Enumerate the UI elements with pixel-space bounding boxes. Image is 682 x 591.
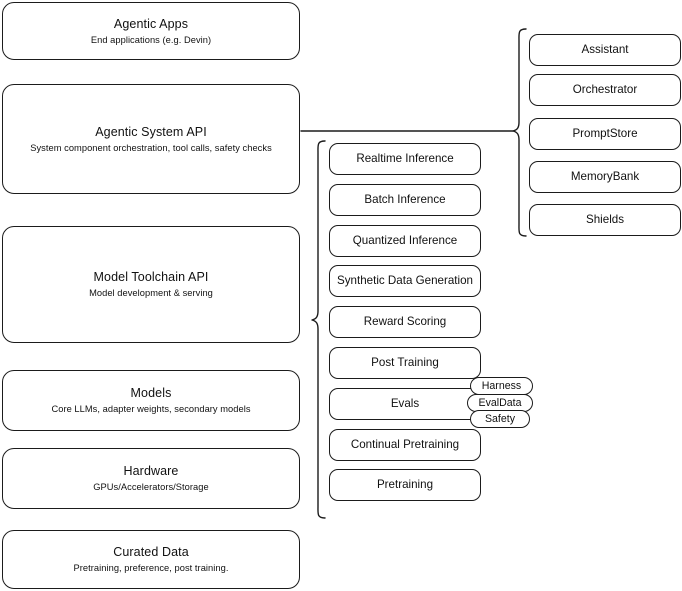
layer-subtitle: GPUs/Accelerators/Storage	[93, 482, 209, 492]
layer-subtitle: End applications (e.g. Devin)	[90, 34, 212, 45]
system-item-orchestrator[interactable]: Orchestrator	[529, 74, 681, 106]
toolchain-item-post-training[interactable]: Post Training	[329, 347, 481, 379]
item-label: Post Training	[371, 356, 439, 369]
layer-agentic-apps[interactable]: Agentic Apps End applications (e.g. Devi…	[2, 2, 300, 60]
evals-tag-safety[interactable]: Safety	[470, 410, 530, 428]
item-label: Shields	[585, 213, 625, 226]
item-label: Reward Scoring	[363, 315, 447, 328]
layer-title: Agentic System API	[95, 124, 207, 139]
item-label: Orchestrator	[572, 83, 638, 96]
toolchain-item-synthetic-data-generation[interactable]: Synthetic Data Generation	[329, 265, 481, 297]
item-label: Quantized Inference	[352, 234, 458, 247]
layer-subtitle: System component orchestration, tool cal…	[30, 142, 272, 153]
system-item-assistant[interactable]: Assistant	[529, 34, 681, 66]
layer-subtitle: Pretraining, preference, post training.	[73, 563, 229, 573]
layer-subtitle: Model development & serving	[89, 288, 213, 298]
system-item-shields[interactable]: Shields	[529, 204, 681, 236]
toolchain-items-brace	[311, 140, 326, 519]
layer-agentic-system-api[interactable]: Agentic System API System component orch…	[2, 84, 300, 194]
system-item-memorybank[interactable]: MemoryBank	[529, 161, 681, 193]
toolchain-item-reward-scoring[interactable]: Reward Scoring	[329, 306, 481, 338]
toolchain-item-evals[interactable]: Evals	[329, 388, 481, 420]
layer-curated-data[interactable]: Curated Data Pretraining, preference, po…	[2, 530, 300, 589]
system-item-promptstore[interactable]: PromptStore	[529, 118, 681, 150]
item-label: Pretraining	[376, 478, 434, 491]
toolchain-item-realtime-inference[interactable]: Realtime Inference	[329, 143, 481, 175]
item-label: PromptStore	[572, 127, 638, 140]
toolchain-item-pretraining[interactable]: Pretraining	[329, 469, 481, 501]
layer-title: Curated Data	[113, 545, 189, 559]
layer-models[interactable]: Models Core LLMs, adapter weights, secon…	[2, 370, 300, 431]
toolchain-item-continual-pretraining[interactable]: Continual Pretraining	[329, 429, 481, 461]
item-label: Continual Pretraining	[350, 438, 460, 451]
evals-tag-harness[interactable]: Harness	[470, 377, 533, 395]
pill-label: Harness	[481, 380, 522, 392]
item-label: MemoryBank	[570, 170, 640, 183]
system-items-brace	[512, 28, 527, 237]
layer-subtitle: Core LLMs, adapter weights, secondary mo…	[51, 404, 251, 414]
layer-title: Hardware	[123, 464, 179, 478]
toolchain-item-batch-inference[interactable]: Batch Inference	[329, 184, 481, 216]
layer-title: Agentic Apps	[113, 16, 189, 31]
item-label: Synthetic Data Generation	[337, 274, 473, 287]
layer-title: Models	[130, 386, 172, 400]
layer-model-toolchain-api[interactable]: Model Toolchain API Model development & …	[2, 226, 300, 343]
item-label: Batch Inference	[364, 193, 446, 206]
pill-label: EvalData	[478, 397, 522, 409]
toolchain-item-quantized-inference[interactable]: Quantized Inference	[329, 225, 481, 257]
layer-hardware[interactable]: Hardware GPUs/Accelerators/Storage	[2, 448, 300, 509]
item-label: Assistant	[581, 43, 629, 56]
item-label: Evals	[390, 397, 420, 410]
pill-label: Safety	[484, 413, 516, 425]
layer-title: Model Toolchain API	[93, 270, 209, 284]
item-label: Realtime Inference	[356, 152, 454, 165]
